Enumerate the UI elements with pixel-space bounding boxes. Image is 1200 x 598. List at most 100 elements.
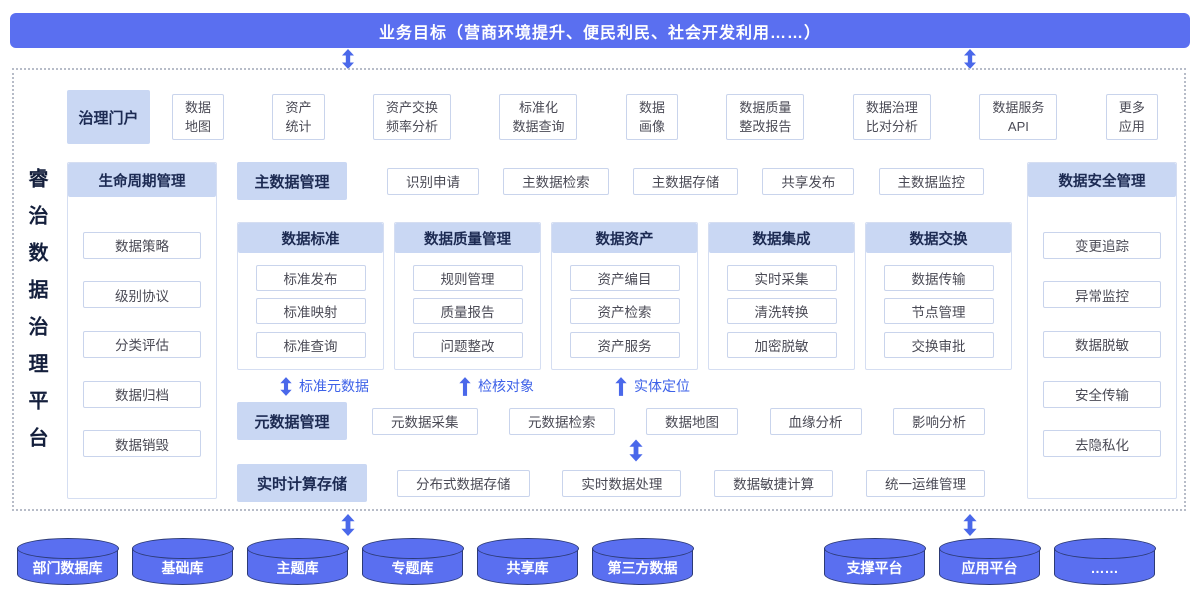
- module-column-items: 数据传输节点管理交换审批: [866, 253, 1011, 369]
- metadata-row: 元数据管理 元数据采集元数据检索数据地图血缘分析影响分析: [237, 402, 1012, 440]
- master-data-header: 主数据管理: [237, 162, 347, 200]
- module-item: 标准映射: [255, 298, 366, 324]
- source-database-group: 部门数据库 基础库 主题库 专题库 共享库 第三方数据: [16, 538, 694, 588]
- module-item: 资产编目: [569, 264, 680, 291]
- portal-app-label-line1: 更多: [1118, 100, 1145, 115]
- portal-app-label-line1: 数据服务: [992, 100, 1045, 115]
- double-arrow-icon: [963, 514, 977, 536]
- portal-app-label-line2: 频率分析: [385, 119, 438, 134]
- database-label: ……: [1090, 559, 1119, 576]
- metadata-item: 元数据检索: [509, 407, 615, 435]
- module-column-items: 实时采集清洗转换加密脱敏: [709, 253, 854, 369]
- portal-app-label-line1: 数据: [638, 100, 665, 115]
- module-item: 标准发布: [255, 264, 366, 291]
- database-label: 基础库: [161, 559, 204, 576]
- portal-app-label-line2: 画像: [638, 119, 665, 134]
- realtime-items: 分布式数据存储实时数据处理数据敏捷计算统一运维管理: [397, 469, 985, 497]
- database-cylinder: 应用平台: [938, 538, 1041, 585]
- master-data-item: 主数据存储: [632, 167, 739, 195]
- platform-title: 睿治数据治理平台: [25, 168, 47, 464]
- portal-app-label-line2: 统计: [285, 119, 312, 134]
- database-label: 应用平台: [961, 559, 1018, 576]
- portal-app-label-line1: 数据治理: [865, 100, 918, 115]
- metadata-items: 元数据采集元数据检索数据地图血缘分析影响分析: [372, 407, 985, 435]
- security-item: 变更追踪: [1043, 231, 1161, 259]
- lifecycle-section: 生命周期管理 数据策略级别协议分类评估数据归档数据销毁: [67, 162, 217, 499]
- module-column-items: 资产编目资产检索资产服务: [552, 253, 697, 369]
- module-column-header: 数据资产: [552, 223, 697, 253]
- flow-label-standard-metadata: 标准元数据: [280, 374, 369, 398]
- module-item: 加密脱敏: [726, 331, 837, 358]
- portal-app-box: 数据服务 API: [979, 94, 1058, 140]
- platform-container: 睿治数据治理平台 治理门户 数据 地图 资产 统计 资产交换 频率分析 标准化 …: [12, 68, 1186, 511]
- business-goal-banner: 业务目标（营商环境提升、便民利民、社会开发利用……）: [10, 13, 1190, 48]
- portal-app-box: 数据治理 比对分析: [852, 94, 931, 140]
- module-item: 问题整改: [412, 331, 523, 358]
- up-arrow-icon: [615, 376, 627, 396]
- module-item: 清洗转换: [726, 298, 837, 324]
- double-arrow-icon: [964, 49, 976, 69]
- up-arrow-icon: [459, 376, 471, 396]
- realtime-header: 实时计算存储: [237, 464, 367, 502]
- database-cylinder: 共享库: [476, 538, 579, 585]
- security-header: 数据安全管理: [1028, 163, 1176, 197]
- module-column-data-exchange: 数据交换 数据传输节点管理交换审批: [865, 222, 1012, 370]
- database-cylinder: 支撑平台: [823, 538, 926, 585]
- double-arrow-icon: [341, 514, 355, 536]
- module-item: 标准查询: [255, 331, 366, 358]
- portal-app-label-line1: 资产: [285, 100, 312, 115]
- security-item: 数据脱敏: [1043, 330, 1161, 358]
- module-column-items: 规则管理质量报告问题整改: [395, 253, 540, 369]
- master-data-item: 主数据检索: [503, 167, 609, 195]
- security-section: 数据安全管理 变更追踪异常监控数据脱敏安全传输去隐私化: [1027, 162, 1177, 499]
- portal-app-label-line1: 数据: [185, 100, 212, 115]
- portal-app-label-line2: 整改报告: [739, 119, 792, 134]
- double-arrow-icon: [629, 439, 643, 462]
- module-item: 节点管理: [883, 298, 994, 324]
- double-arrow-icon: [342, 49, 354, 69]
- database-cylinder: 主题库: [246, 538, 349, 585]
- module-column-data-asset: 数据资产 资产编目资产检索资产服务: [551, 222, 698, 370]
- database-cylinder: 第三方数据: [591, 538, 694, 585]
- module-column-items: 标准发布标准映射标准查询: [238, 253, 383, 369]
- module-item: 交换审批: [883, 331, 994, 358]
- flow-label-check-object: 检核对象: [459, 374, 534, 398]
- lifecycle-item-list: 数据策略级别协议分类评估数据归档数据销毁: [68, 197, 216, 498]
- security-item: 异常监控: [1043, 281, 1161, 309]
- portal-app-label-line2: 应用: [1118, 119, 1145, 134]
- portal-app-box: 资产 统计: [272, 94, 325, 140]
- module-column-header: 数据质量管理: [395, 223, 540, 253]
- database-row: 部门数据库 基础库 主题库 专题库 共享库 第三方数据 支撑平台 应用平台 ……: [16, 538, 1156, 588]
- database-cylinder: 基础库: [131, 538, 234, 585]
- portal-app-label-line1: 数据质量: [739, 100, 792, 115]
- metadata-item: 影响分析: [893, 407, 985, 435]
- database-row-spacer: [707, 538, 810, 588]
- module-item: 资产服务: [569, 331, 680, 358]
- realtime-item: 实时数据处理: [562, 469, 682, 497]
- platform-database-group: 支撑平台 应用平台 ……: [823, 538, 1156, 588]
- module-column-header: 数据交换: [866, 223, 1011, 253]
- master-data-row: 主数据管理 识别申请主数据检索主数据存储共享发布主数据监控: [237, 162, 1012, 200]
- realtime-item: 统一运维管理: [865, 469, 985, 497]
- module-columns: 数据标准 标准发布标准映射标准查询 数据质量管理 规则管理质量报告问题整改 数据…: [237, 222, 1012, 370]
- module-item: 数据传输: [883, 264, 994, 291]
- metadata-header: 元数据管理: [237, 402, 347, 440]
- portal-app-label-line1: 资产交换: [385, 100, 438, 115]
- realtime-row: 实时计算存储 分布式数据存储实时数据处理数据敏捷计算统一运维管理: [237, 464, 1012, 502]
- database-label: 共享库: [506, 559, 549, 576]
- portal-header: 治理门户: [67, 90, 150, 144]
- security-item-list: 变更追踪异常监控数据脱敏安全传输去隐私化: [1028, 197, 1176, 498]
- module-column-data-integration: 数据集成 实时采集清洗转换加密脱敏: [708, 222, 855, 370]
- metadata-item: 数据地图: [646, 407, 738, 435]
- lifecycle-item: 数据归档: [83, 380, 201, 408]
- lifecycle-item: 分类评估: [83, 330, 201, 358]
- module-item: 实时采集: [726, 264, 837, 291]
- database-cylinder: 部门数据库: [16, 538, 119, 585]
- portal-app-label-line2: API: [1007, 119, 1029, 134]
- module-item: 质量报告: [412, 298, 523, 324]
- security-item: 安全传输: [1043, 380, 1161, 408]
- portal-app-box: 标准化 数据查询: [499, 94, 578, 140]
- metadata-item: 元数据采集: [372, 407, 478, 435]
- database-label: 专题库: [391, 559, 434, 576]
- database-cylinder: 专题库: [361, 538, 464, 585]
